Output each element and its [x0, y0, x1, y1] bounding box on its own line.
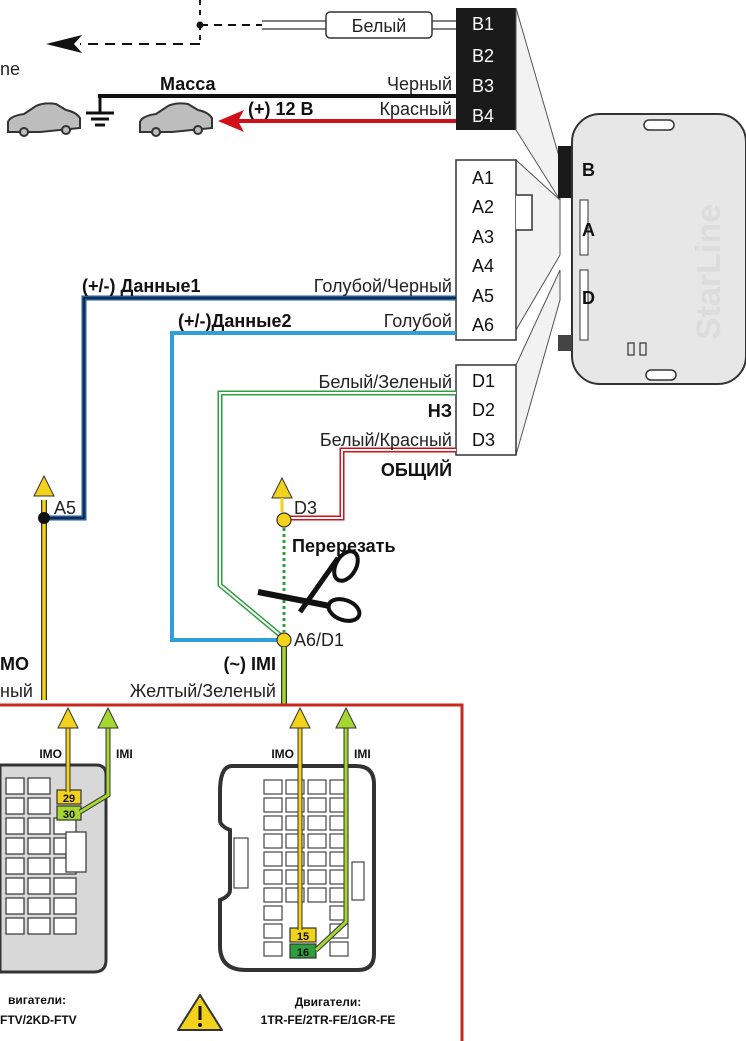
ecu-frame: [0, 703, 464, 1041]
ecu-connector-right: 15 16 IMO IMI: [218, 706, 376, 972]
data1-label: (+/-) Данные1: [82, 276, 200, 296]
scissors-icon: [257, 549, 362, 623]
port-d-label: D: [582, 288, 595, 308]
ecu-connector-left: 29 30 IMO IMI: [0, 706, 133, 974]
arrow-up-icon: [33, 474, 55, 497]
mass-label: Масса: [160, 74, 216, 94]
d3-wire: [290, 447, 456, 521]
point-a6d1-label: A6/D1: [294, 630, 344, 650]
right-imi-label: IMI: [354, 747, 371, 761]
cut-wire: [271, 476, 293, 648]
pin-a6: A6: [472, 315, 494, 335]
top-left-fragment: ne: [0, 59, 20, 79]
pin-a2: A2: [472, 197, 494, 217]
led-icon: [627, 342, 647, 356]
white-wire-tag: [325, 11, 433, 39]
left-imi-label: IMI: [116, 747, 133, 761]
pin-d2: D2: [472, 400, 495, 420]
right-engines-title: Двигатели:: [295, 995, 362, 1009]
connector-a: A1 A2 A3 A4 A5 A6: [455, 159, 533, 341]
arrow-up-icon: [57, 706, 79, 729]
data2-color-label: Голубой: [384, 311, 452, 331]
point-d3-label: D3: [294, 498, 317, 518]
left-engines-title: вигатели:: [8, 993, 66, 1007]
pin-a4: A4: [472, 256, 494, 276]
car-icon: [7, 102, 81, 137]
d2-nc-label: НЗ: [428, 401, 452, 421]
pin-a5: A5: [472, 286, 494, 306]
red-wire-label: Красный: [380, 99, 452, 119]
left-pin-imi: 30: [63, 809, 75, 821]
connector-d: D1 D2 D3: [455, 364, 517, 456]
plus12-label: (+) 12 В: [248, 99, 314, 119]
arrow-red-icon: [218, 110, 244, 132]
d1-wire: [217, 390, 456, 637]
pin-a1: A1: [472, 168, 494, 188]
right-engines: 1TR-FE/2TR-FE/1GR-FE: [261, 1013, 396, 1027]
imo-fragment-label: MO: [0, 654, 29, 674]
black-wire-label: Черный: [387, 74, 452, 94]
left-engines: FTV/2KD-FTV: [0, 1013, 77, 1027]
pin-b2: B2: [472, 46, 494, 66]
top-signal-wires: ne Белый Масса Черный (+) 12 В Красный: [0, 0, 456, 137]
point-a5-label: A5: [54, 498, 76, 518]
imo-wire-left: [33, 474, 55, 700]
pin-b4: B4: [472, 106, 494, 126]
brand-logo: StarLine: [690, 204, 728, 340]
data2-wire: [170, 331, 456, 642]
connector-b: B1 B2 B3 B4: [456, 8, 516, 130]
arrow-up-icon: [97, 706, 119, 729]
pin-a3: A3: [472, 227, 494, 247]
port-b-label: B: [582, 160, 595, 180]
pin-d1: D1: [472, 371, 495, 391]
left-imo-label: IMO: [39, 747, 62, 761]
right-imo-label: IMO: [271, 747, 294, 761]
port-a-label: A: [582, 220, 595, 240]
car-icon: [139, 102, 213, 137]
data1-color-label: Голубой/Черный: [314, 276, 452, 296]
right-pin-imi: 16: [297, 947, 309, 959]
data2-label: (+/-)Данные2: [178, 311, 291, 331]
imi-label: (~) IMI: [224, 654, 277, 674]
common-label: ОБЩИЙ: [381, 459, 452, 480]
white-wire-label: Белый: [352, 16, 407, 36]
arrow-up-icon: [271, 476, 293, 499]
d3-wire-label: Белый/Красный: [320, 430, 452, 450]
pin-d3: D3: [472, 430, 495, 450]
pin-b3: B3: [472, 76, 494, 96]
imo-color-fragment-label: ный: [0, 681, 33, 701]
right-pin-imo: 15: [297, 931, 309, 943]
warning-icon: [177, 994, 223, 1031]
data1-wire: [48, 295, 456, 521]
d1-wire-label: Белый/Зеленый: [319, 372, 452, 392]
ground-icon: [86, 111, 114, 127]
arrow-up-icon: [335, 706, 357, 729]
cut-label: Перерезать: [292, 536, 396, 556]
arrow-up-icon: [289, 706, 311, 729]
connector-projection: [515, 7, 561, 456]
left-pin-imo: 29: [63, 793, 75, 805]
imi-wire-color-label: Желтый/Зеленый: [130, 681, 276, 701]
arrow-left-icon: [46, 35, 82, 53]
pin-b1: B1: [472, 14, 494, 34]
alarm-module: B A D StarLine: [558, 113, 746, 385]
